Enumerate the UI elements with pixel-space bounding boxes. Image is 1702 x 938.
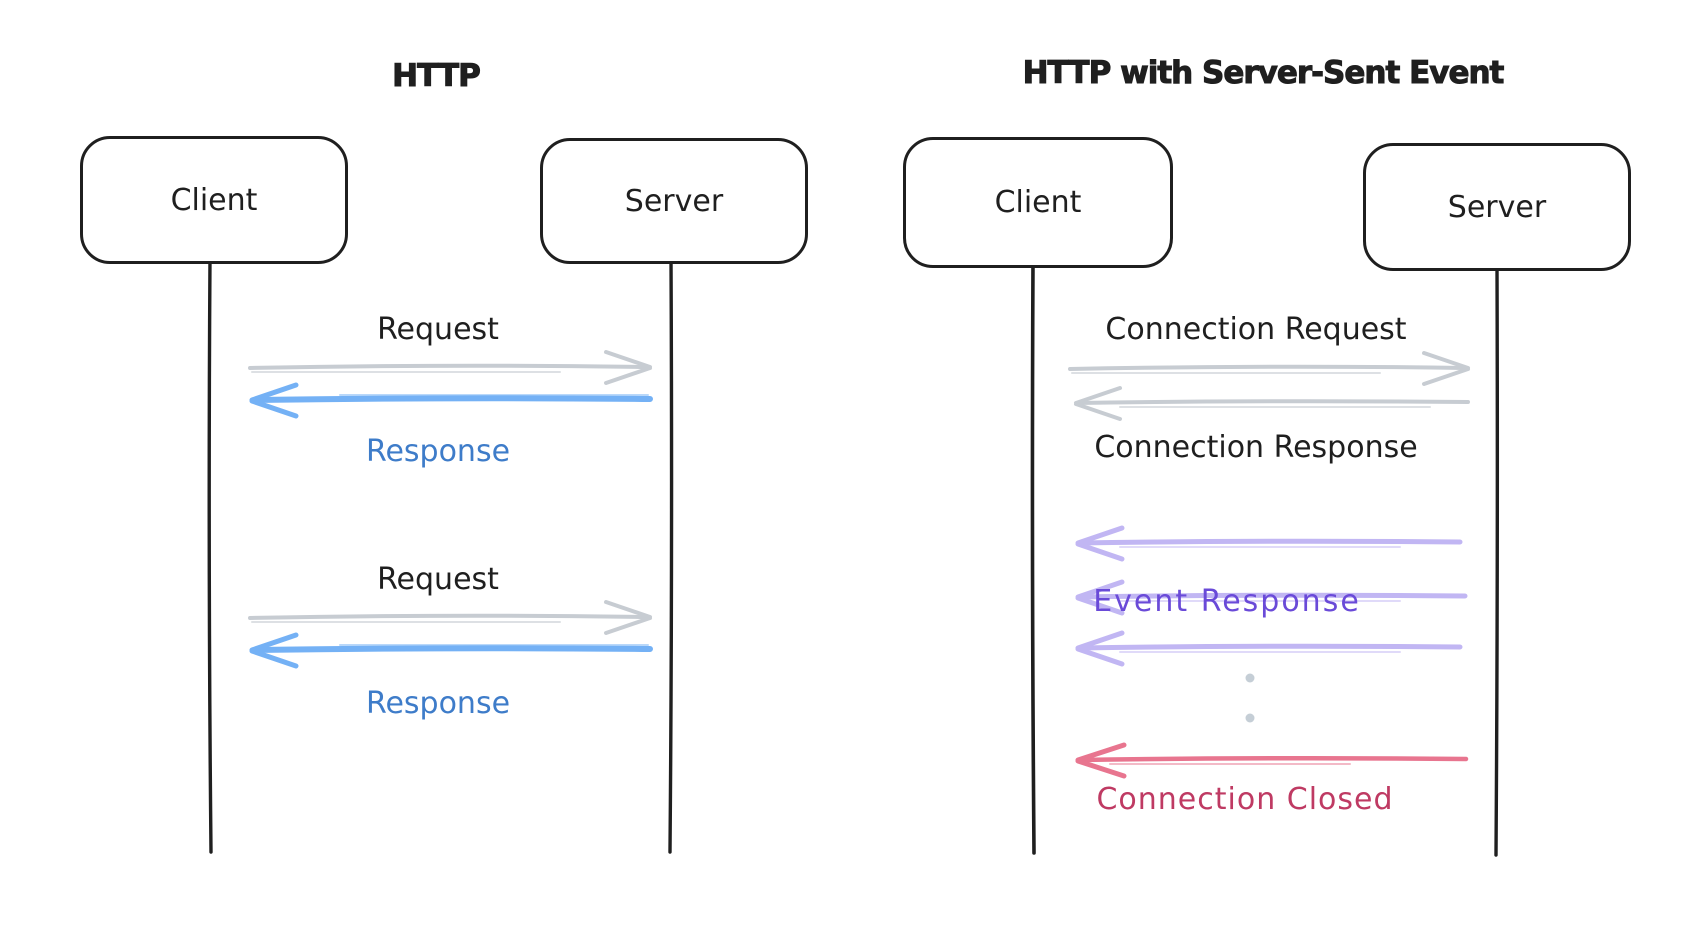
connection-closed-arrow: [1075, 742, 1469, 779]
connection-request-arrow: [1068, 351, 1470, 386]
event-response-label: Event Response: [1093, 584, 1361, 619]
left-server-label: Server: [624, 183, 724, 219]
connection-response-label: Connection Response: [1094, 430, 1418, 465]
left-server-lifeline: [668, 256, 674, 854]
event-response-arrow-1: [1075, 525, 1463, 562]
request-arrow-2: [248, 600, 652, 635]
event-response-arrow-2: [1075, 579, 1468, 616]
event-response-arrow-3: [1075, 630, 1463, 667]
right-server-label: Server: [1447, 189, 1547, 225]
left-lifelines: [207, 256, 674, 854]
connection-closed-label: Connection Closed: [1096, 782, 1394, 817]
left-diagram-title: HTTP: [392, 58, 482, 95]
right-client-lifeline: [1030, 260, 1036, 855]
request-label-1: Request: [377, 312, 499, 347]
left-client-label: Client: [170, 182, 258, 218]
response-label-2: Response: [365, 686, 511, 721]
right-diagram-title: HTTP with Server-Sent Event: [1022, 55, 1505, 92]
left-server-box: Server: [540, 138, 808, 264]
right-server-box: Server: [1363, 143, 1631, 271]
response-arrow-1: [249, 382, 653, 419]
request-arrow-1: [248, 350, 652, 385]
request-label-2: Request: [377, 562, 499, 597]
connection-response-arrow: [1074, 386, 1470, 421]
left-client-lifeline: [207, 256, 213, 854]
ellipsis-dot-2: [1245, 713, 1255, 723]
response-arrow-2: [249, 632, 653, 669]
right-client-box: Client: [903, 137, 1173, 268]
right-lifelines: [1030, 260, 1500, 857]
connection-request-label: Connection Request: [1105, 312, 1407, 347]
left-client-box: Client: [80, 136, 348, 264]
right-client-label: Client: [994, 185, 1082, 220]
ellipsis-dot-1: [1245, 673, 1255, 683]
right-server-lifeline: [1494, 263, 1500, 857]
response-label-1: Response: [365, 434, 511, 469]
